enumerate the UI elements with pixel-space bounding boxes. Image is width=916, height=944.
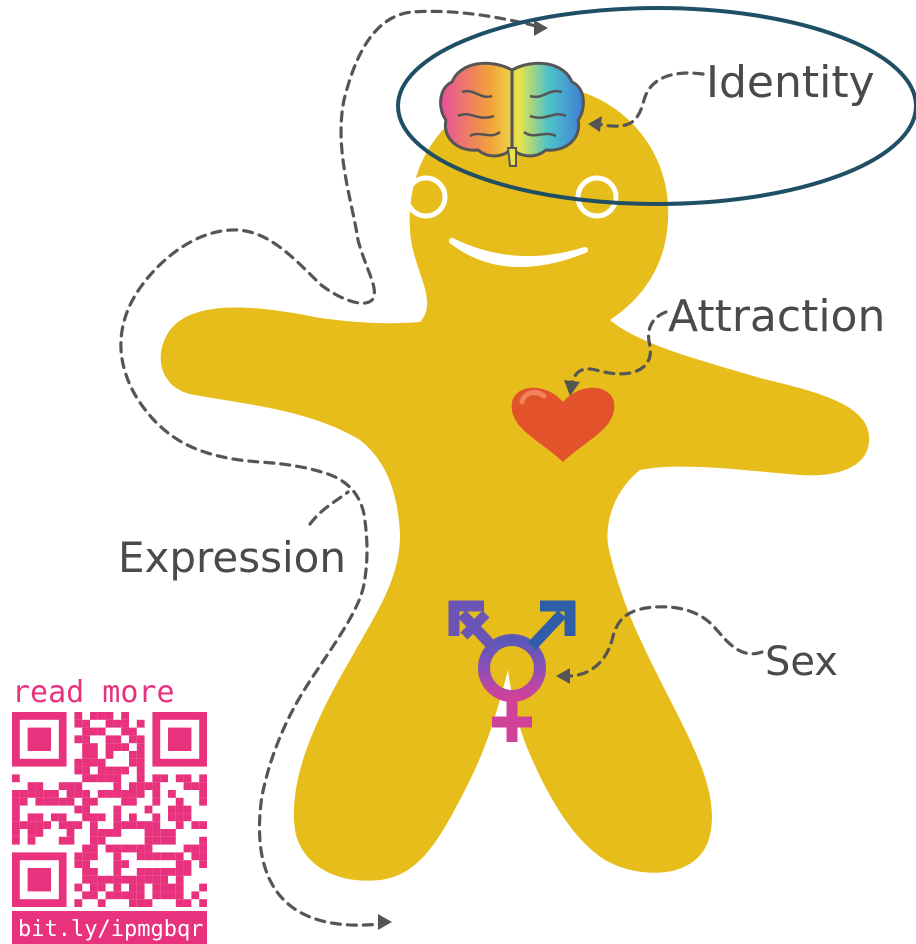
- gingerbread-body: [161, 86, 869, 881]
- expression-label: Expression: [118, 533, 346, 582]
- qr-url-text[interactable]: bit.ly/ipmgbqr: [18, 917, 203, 942]
- expression-top-arrowhead: [534, 20, 548, 36]
- qr-code-block[interactable]: read more bit.ly/ipmgbqr: [12, 675, 207, 944]
- attraction-label: Attraction: [668, 291, 885, 342]
- expression-bottom-arrowhead: [378, 914, 392, 930]
- expression-label-connector: [310, 492, 348, 524]
- qr-read-more-text: read more: [12, 675, 175, 710]
- qr-code-icon[interactable]: [12, 712, 207, 907]
- identity-label: Identity: [706, 57, 875, 108]
- sex-label: Sex: [765, 639, 838, 685]
